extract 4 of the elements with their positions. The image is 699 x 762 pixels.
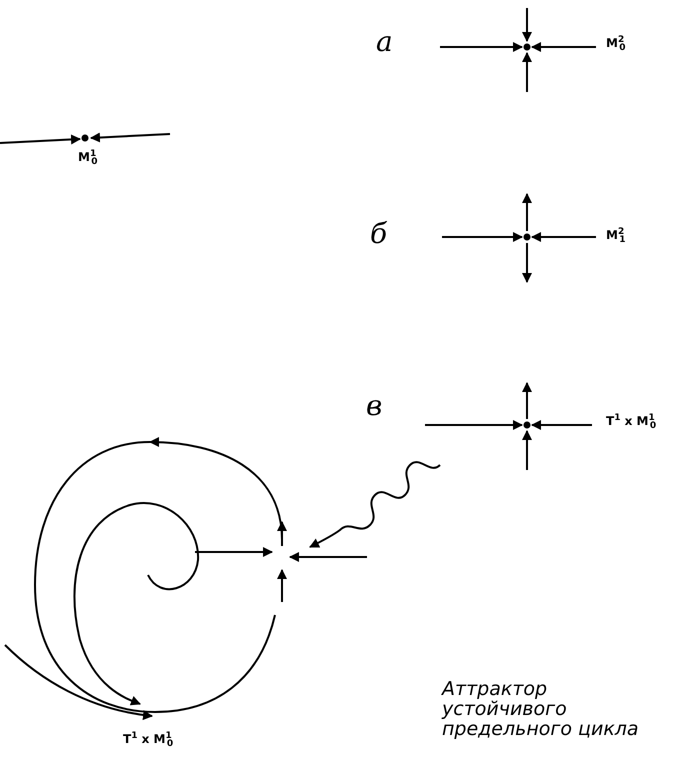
portrait-label: а xyxy=(376,28,393,56)
portrait-label: в xyxy=(366,392,382,420)
attractor-caption: Аттрактор устойчивого предельного цикла xyxy=(442,680,640,740)
portrait-label: б xyxy=(370,220,388,248)
